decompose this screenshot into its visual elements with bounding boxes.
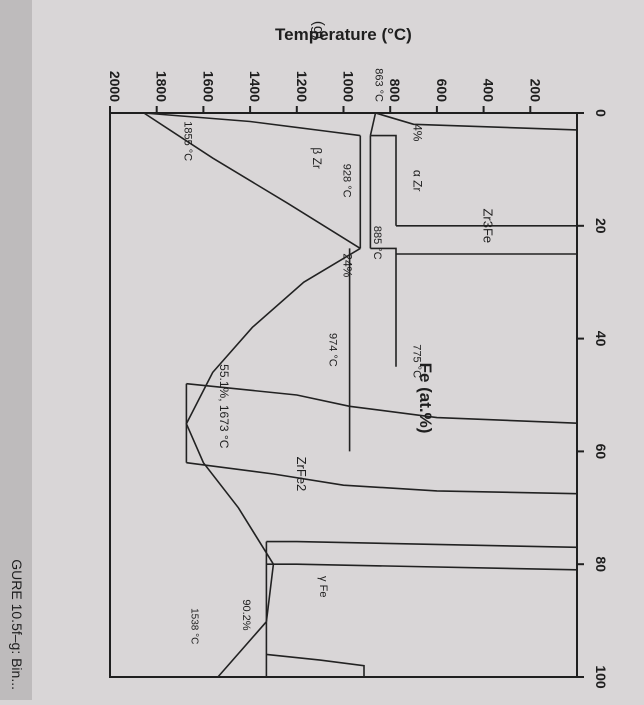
label-zr3fe: Zr3Fe (481, 208, 496, 243)
fe-side-vertical-b (266, 563, 578, 571)
label-congruent: 55.1%, 1673 °C (217, 364, 231, 449)
y-tick-label-863: 863 °C (372, 68, 384, 102)
y-tick-label-200: 200 (527, 79, 543, 103)
label-885: 885 °C (371, 226, 383, 260)
y-tick-label-1400: 1400 (247, 71, 263, 102)
zrfe2-right-boundary (186, 461, 578, 495)
label-pct-4: 4% (411, 124, 425, 142)
page-gutter (0, 0, 32, 700)
label-beta-zr: β Zr (310, 147, 324, 169)
x-tick-label-20: 20 (593, 218, 609, 234)
axis-ticks (109, 106, 584, 678)
isotherm-863 (369, 112, 377, 136)
x-tick-label-60: 60 (593, 444, 609, 460)
fe-side-vertical-a (266, 540, 578, 549)
label-zr-melt: 1855 °C (182, 121, 194, 161)
phase-labels: 1855 °C 55.1%, 1673 °C 1538 °C 90.2% β Zr α Z… (182, 121, 496, 644)
label-928: 928 °C (341, 164, 353, 198)
plot-area: 1855 °C 55.1%, 1673 °C 1538 °C 90.2% β Zr α Z… (107, 68, 609, 689)
label-alpha-zr: α Zr (411, 170, 425, 192)
liquidus-fe-side (217, 621, 268, 678)
isotherm-775 (370, 247, 397, 367)
label-pct-24: 24% (341, 253, 355, 277)
y-tick-label-400: 400 (481, 79, 497, 103)
liquidus-zr-side (143, 112, 361, 250)
y-axis-title: Temperature (°C) (275, 25, 412, 44)
y-tick-label-1200: 1200 (294, 71, 310, 102)
solidus-beta-zr (143, 112, 361, 137)
label-974: 974 °C (326, 333, 338, 367)
x-tick-label-100: 100 (593, 665, 609, 689)
alpha-zr-boundary (375, 112, 578, 131)
y-tick-label-1800: 1800 (154, 71, 170, 102)
x-axis-title: Fe (at.%) (416, 363, 435, 434)
y-tick-label-2000: 2000 (107, 71, 123, 102)
label-775: 775 °C (411, 344, 423, 378)
label-zrfe2: ZrFe2 (294, 457, 309, 492)
y-tick-label-1000: 1000 (341, 71, 357, 102)
beta-alpha-boundary (370, 134, 397, 226)
x-tick-label-80: 80 (593, 556, 609, 572)
label-gamma-fe: γ Fe (317, 576, 329, 597)
y-tick-label-1600: 1600 (200, 71, 216, 102)
y-tick-label-800: 800 (387, 79, 403, 103)
gamma-fe-boundary (266, 653, 365, 677)
label-fe-melt: 1538 °C (189, 608, 200, 644)
figure-label: (g) (310, 21, 327, 39)
label-eutectic-fe: 90.2% (240, 599, 252, 630)
x-tick-label-40: 40 (593, 331, 609, 347)
y-tick-label-600: 600 (434, 79, 450, 103)
figure-caption: GURE 10.5f–g: Bin... (9, 559, 25, 690)
phase-boundaries (143, 112, 578, 678)
x-tick-label-0: 0 (593, 109, 609, 117)
